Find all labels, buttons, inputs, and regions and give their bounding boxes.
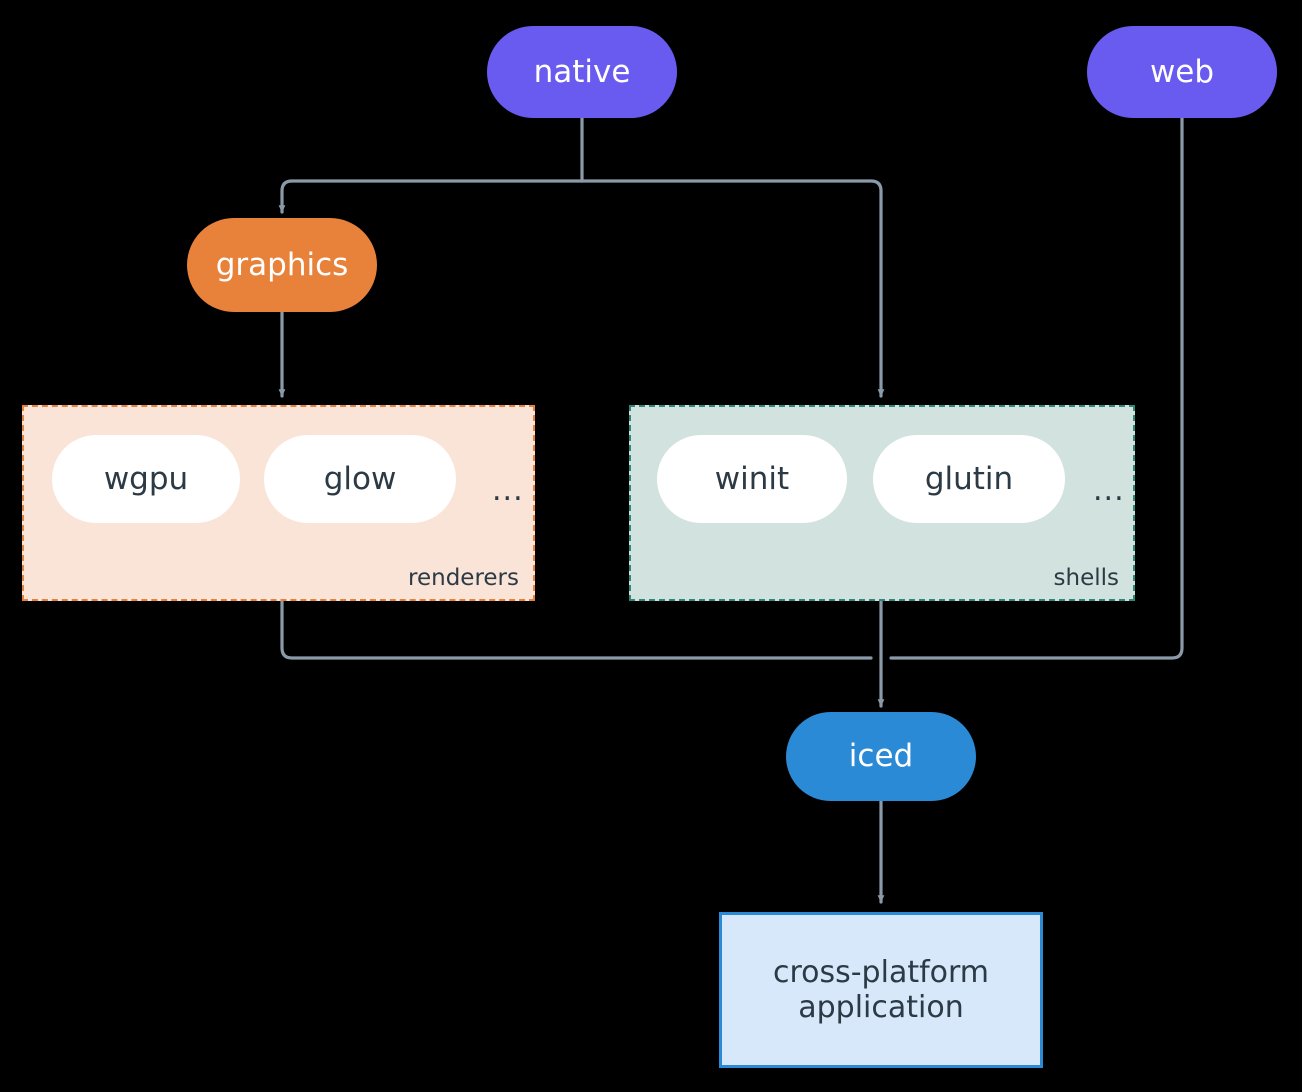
cluster-shells: winit glutin ... shells — [629, 405, 1135, 601]
node-glow-label: glow — [323, 460, 397, 497]
node-wgpu-label: wgpu — [103, 460, 189, 497]
node-iced[interactable]: iced — [786, 712, 976, 801]
edge-renderers-to-iced — [280, 599, 873, 660]
cluster-renderers-label: renderers — [408, 565, 519, 591]
node-winit[interactable]: winit — [657, 435, 847, 523]
node-web-label: web — [1149, 53, 1215, 90]
node-graphics-label: graphics — [215, 246, 349, 283]
node-iced-label: iced — [848, 738, 914, 775]
node-native[interactable]: native — [487, 26, 677, 118]
node-web[interactable]: web — [1087, 26, 1277, 118]
cluster-renderers: wgpu glow ... renderers — [22, 405, 535, 601]
application-label-line2: application — [798, 990, 964, 1025]
node-cross-platform-application[interactable]: cross-platform application — [719, 912, 1043, 1068]
cluster-shells-label: shells — [1053, 565, 1119, 591]
node-winit-label: winit — [714, 460, 790, 497]
node-native-label: native — [533, 53, 631, 90]
shells-ellipsis: ... — [1093, 473, 1125, 508]
edge-native-to-graphics — [278, 179, 584, 214]
node-glutin-label: glutin — [924, 460, 1014, 497]
node-glutin[interactable]: glutin — [873, 435, 1065, 523]
edge-native-to-shells — [580, 179, 885, 398]
node-wgpu[interactable]: wgpu — [52, 435, 240, 523]
renderers-ellipsis: ... — [492, 473, 524, 508]
node-glow[interactable]: glow — [264, 435, 456, 523]
application-label-line1: cross-platform — [772, 954, 990, 990]
node-graphics[interactable]: graphics — [187, 218, 377, 312]
